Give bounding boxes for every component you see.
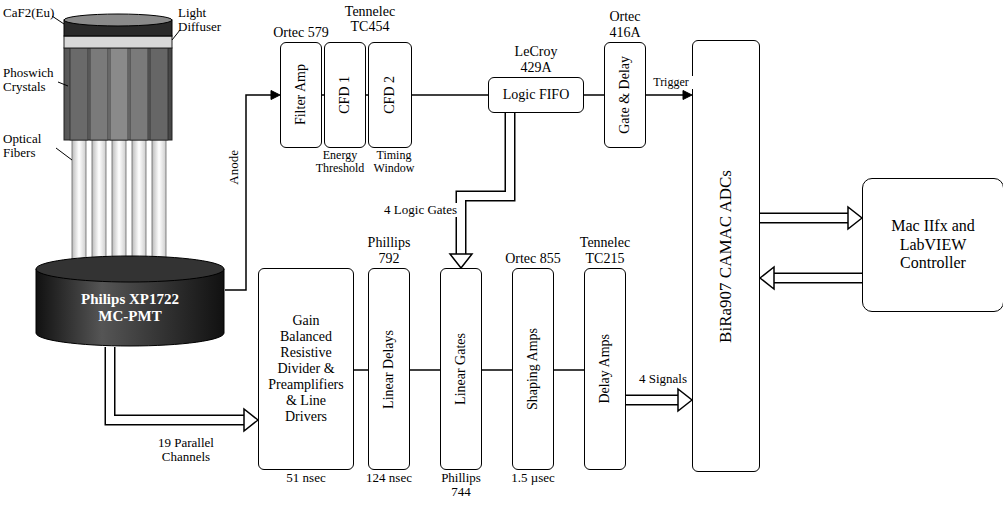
signal-line <box>554 370 584 371</box>
module-name: CFD 2 <box>382 76 398 114</box>
bus-arrow <box>760 267 862 289</box>
module-name: Gate & Delay <box>617 56 633 134</box>
bus-arrow <box>626 389 692 411</box>
bus-arrow <box>110 347 258 431</box>
module-name: Linear Gates <box>453 333 469 405</box>
part-label: Optical Fibers <box>3 132 63 161</box>
bus-arrow <box>760 207 862 229</box>
spec-label: Timing Window <box>369 149 419 175</box>
module-name: Filter Amp <box>293 64 309 125</box>
signal-line <box>482 370 512 371</box>
model-label: Ortec 855 <box>505 251 561 266</box>
module-box: Ortec 579Filter Amp <box>280 42 322 148</box>
bus-arrow <box>450 113 510 268</box>
model-label: LeCroy 429A <box>501 44 571 75</box>
spec-label: 124 nsec <box>366 471 412 485</box>
module-box: LeCroy 429ALogic FIFO <box>488 77 584 113</box>
module-box: BiRa907 CAMAC ADCs <box>692 40 760 472</box>
signal-label: 19 Parallel Channels <box>140 436 232 465</box>
module-box: Linear GatesPhillips 744 <box>440 268 482 470</box>
module-name: Logic FIFO <box>497 85 576 105</box>
model-label: Ortec 416A <box>594 9 656 40</box>
module-box: Gain Balanced Resistive Divider & Preamp… <box>258 268 354 470</box>
module-name: BiRa907 CAMAC ADCs <box>716 170 736 343</box>
signal-line <box>412 95 488 96</box>
module-name: Shaping Amps <box>525 328 541 410</box>
optical-fibers <box>72 135 166 260</box>
model-label: Tennelec TC215 <box>572 235 638 266</box>
module-box: Tennelec TC215Delay Amps <box>584 268 626 470</box>
signal-line <box>225 91 280 291</box>
module-name: CFD 1 <box>337 76 353 114</box>
signal-line <box>584 95 604 96</box>
module-name: Linear Delays <box>381 330 397 409</box>
spec-label: Energy Threshold <box>313 149 367 175</box>
module-name: Mac IIfx and LabVIEW Controller <box>863 215 1003 274</box>
model-label: Phillips 792 <box>358 235 420 266</box>
module-name: Gain Balanced Resistive Divider & Preamp… <box>259 311 353 428</box>
light-diffuser <box>64 36 172 48</box>
model-label: Ortec 579 <box>273 25 329 40</box>
part-label: Light Diffuser <box>178 6 238 35</box>
phoswich-crystals <box>64 48 172 140</box>
module-box: CFD 2Timing Window <box>368 42 412 148</box>
signal-label: 4 Logic Gates <box>380 203 458 217</box>
caf2-disc <box>64 14 172 36</box>
signal-label: 4 Signals <box>634 372 692 386</box>
part-label: CaF2(Eu) <box>3 6 63 20</box>
part-label: Phoswich Crystals <box>3 66 63 95</box>
pmt-cylinder: Philips XP1722 MC-PMT <box>35 255 225 347</box>
module-box: Mac IIfx and LabVIEW Controller <box>862 178 1003 312</box>
module-box: CFD 1Energy Threshold <box>324 42 366 148</box>
model-label: Tennelec TC454 <box>330 4 410 35</box>
module-name: Delay Amps <box>597 334 613 404</box>
module-box: Ortec 416AGate & Delay <box>604 42 646 148</box>
signal-label: Anode <box>226 150 242 185</box>
module-box: Phillips 792Linear Delays124 nsec <box>368 268 410 470</box>
spec-label: 1.5 µsec <box>511 471 555 485</box>
leader-lines <box>52 16 180 160</box>
spec-label: Phillips 744 <box>430 471 492 500</box>
signal-line <box>354 370 368 371</box>
module-box: Ortec 855Shaping Amps1.5 µsec <box>512 268 554 470</box>
module-name: Philips XP1722 MC-PMT <box>65 291 195 326</box>
signal-line <box>410 370 440 371</box>
signal-line <box>646 91 692 100</box>
spec-label: 51 nsec <box>286 471 325 485</box>
signal-label: Trigger <box>648 76 694 89</box>
